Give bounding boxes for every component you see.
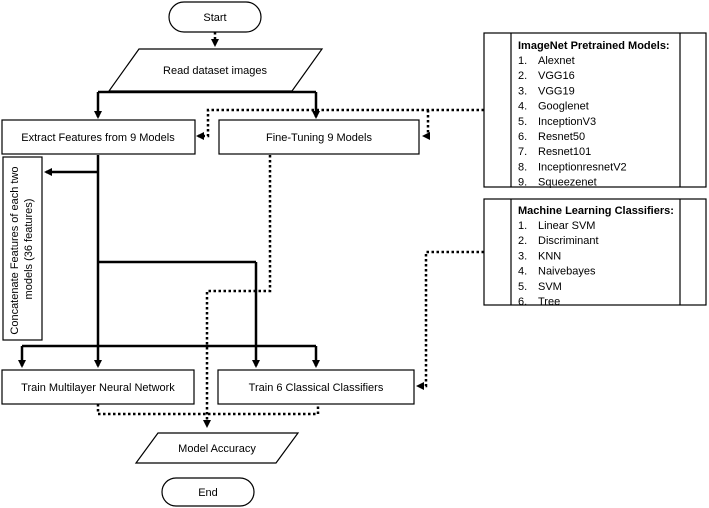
model-accuracy-label: Model Accuracy [178,443,256,455]
pretrained-item-label: Googlenet [538,101,589,113]
classifier-item-label: Tree [538,296,560,308]
concatenate-node[interactable]: Concatenate Features of each two models … [2,156,43,341]
classifier-item-label: Linear SVM [538,220,595,232]
pretrained-item-label: VGG19 [538,85,575,97]
extract-features-node[interactable]: Extract Features from 9 Models [1,119,196,155]
pretrained-item-number: 1. [518,55,527,67]
classifier-item-number: 2. [518,235,527,247]
pretrained-item-number: 5. [518,116,527,128]
pretrained-item-label: Squeezenet [538,177,597,189]
train-classical-label: Train 6 Classical Classifiers [249,382,384,394]
pretrained-item-label: Resnet101 [538,146,591,158]
end-label: End [198,487,218,499]
pretrained-item-label: InceptionV3 [538,116,596,128]
pretrained-models-panel: ImageNet Pretrained Models: 1. Alexnet 2. V… [483,32,707,189]
start-node[interactable]: Start [168,1,262,33]
classifier-item-number: 3. [518,250,527,262]
read-dataset-label: Read dataset images [163,65,267,77]
train-mlp-node[interactable]: Train Multilayer Neural Network [1,369,195,405]
pretrained-item-number: 2. [518,70,527,82]
pretrained-item-label: Alexnet [538,55,575,67]
fine-tuning-node[interactable]: Fine-Tuning 9 Models [218,119,420,155]
extract-features-label: Extract Features from 9 Models [21,132,175,144]
train-classical-node[interactable]: Train 6 Classical Classifiers [217,369,415,405]
fine-tuning-label: Fine-Tuning 9 Models [266,132,372,144]
pretrained-item-number: 6. [518,131,527,143]
pretrained-item-label: VGG16 [538,70,575,82]
classifiers-title: Machine Learning Classifiers: [518,205,674,217]
start-label: Start [203,12,226,24]
pretrained-item-number: 8. [518,161,527,173]
classifier-item-number: 6. [518,296,527,308]
classifier-item-label: Discriminant [538,235,599,247]
pretrained-models-list: 1. Alexnet 2. VGG16 3. VGG19 4. Googlenet 5. Ince… [518,55,627,189]
classifier-item-label: KNN [538,250,561,262]
pretrained-item-number: 4. [518,101,527,113]
classifier-item-label: Naivebayes [538,266,596,278]
pretrained-item-label: Resnet50 [538,131,585,143]
train-mlp-label: Train Multilayer Neural Network [21,382,175,394]
pretrained-item-number: 3. [518,85,527,97]
classifier-item-number: 1. [518,220,527,232]
classifiers-panel: Machine Learning Classifiers: 1. Linear S… [483,198,707,308]
read-dataset-node[interactable]: Read dataset images [107,48,324,92]
model-accuracy-node[interactable]: Model Accuracy [134,432,300,464]
classifiers-list: 1. Linear SVM 2. Discriminant 3. KNN 4. Naiveba… [518,220,599,308]
classifier-item-number: 5. [518,281,527,293]
pretrained-models-title: ImageNet Pretrained Models: [518,40,670,52]
dotted-connectors [96,32,484,428]
pretrained-item-label: InceptionresnetV2 [538,161,627,173]
concatenate-label: Concatenate Features of each two models … [9,163,35,334]
end-node[interactable]: End [161,477,255,507]
classifier-item-number: 4. [518,266,527,278]
classifier-item-label: SVM [538,281,562,293]
solid-connectors [18,90,320,368]
pretrained-item-number: 7. [518,146,527,158]
pretrained-item-number: 9. [518,177,527,189]
